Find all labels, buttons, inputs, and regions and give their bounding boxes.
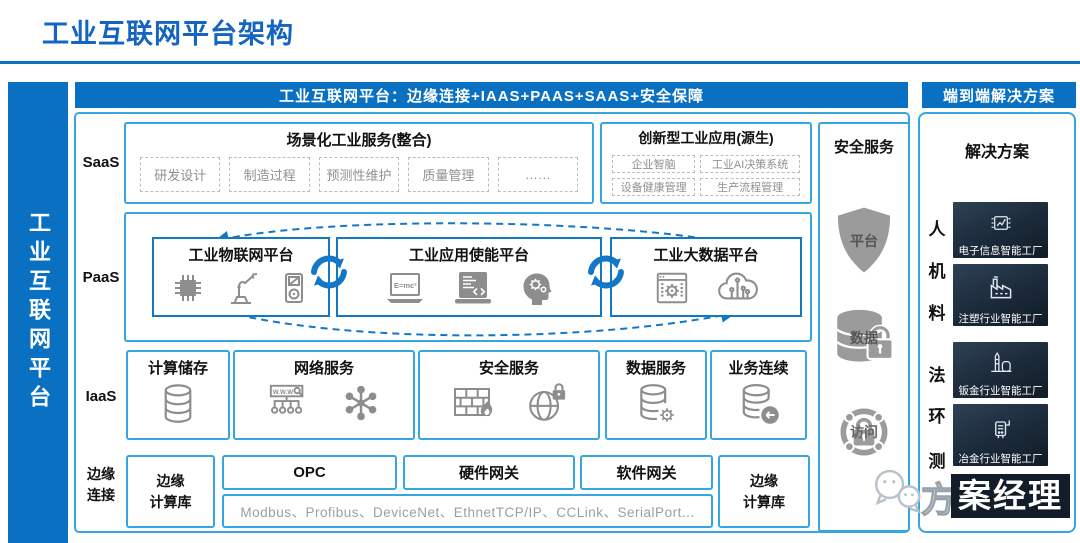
innovative-box-title: 创新型工业应用(源生)	[638, 130, 774, 146]
layer-label-edge: 边缘 连接	[87, 466, 115, 503]
scenario-item: ……	[497, 157, 579, 192]
paas-platforms-container: 工业物联网平台 工业应用使能平台 工业大数据平台	[124, 212, 812, 342]
solutions-title: 解决方案	[964, 144, 1029, 161]
sync-arrows-icon	[303, 246, 355, 298]
network-services-title: 网络服务	[293, 360, 354, 377]
left-vertical-banner: 工业互联网平台	[8, 82, 68, 543]
e2e-solutions-header-bar: 端到端解决方案	[922, 82, 1076, 108]
dimension-char: 环	[928, 407, 946, 426]
dimension-char: 料	[928, 304, 946, 323]
scenario-item: 质量管理	[408, 157, 489, 192]
bigdata-platform-box: 工业大数据平台	[610, 237, 802, 317]
solution-tile: 冶金行业智能工厂	[953, 404, 1048, 466]
furnace-icon	[986, 413, 1016, 443]
layer-label-saas: SaaS	[82, 154, 120, 171]
left-banner-label: 工业互联网平台	[26, 211, 51, 414]
page-title: 工业互联网平台架构	[42, 19, 294, 49]
solution-tile: 注塑行业智能工厂	[953, 264, 1048, 326]
innovative-items: 企业智脑 工业AI决策系统 设备健康管理 生产流程管理	[612, 155, 800, 196]
opc-gateway-box: OPC	[222, 455, 397, 490]
database-icon	[158, 381, 198, 427]
protocols-bar: Modbus、Profibus、DeviceNet、EthnetTCP/IP、C…	[222, 494, 713, 528]
security-services-column: 安全服务 平台 数据 访问	[818, 122, 910, 532]
robot-arm-icon	[221, 268, 261, 308]
data-services-title: 数据服务	[625, 360, 686, 377]
dimension-char: 测	[928, 452, 946, 471]
title-underline	[0, 61, 1080, 64]
factory-icon	[985, 272, 1017, 304]
access-security-item: 访问	[833, 401, 895, 463]
business-continuity-box: 业务连续	[710, 350, 807, 440]
dimension-char: 人	[928, 220, 946, 239]
solution-tile-caption: 电子信息智能工厂	[958, 245, 1043, 257]
data-security-item: 数据	[831, 308, 897, 367]
scenario-services-box: 场景化工业服务(整合) 研发设计 制造过程 预测性维护 质量管理 ……	[124, 122, 594, 204]
data-services-box: 数据服务	[605, 350, 707, 440]
bigdata-platform-title: 工业大数据平台	[653, 247, 759, 264]
solution-tile-caption: 冶金行业智能工厂	[958, 453, 1043, 465]
solution-tile: 电子信息智能工厂	[953, 202, 1048, 258]
watermark-chat-icon-wrap	[868, 466, 926, 516]
security-column-title: 安全服务	[833, 139, 894, 156]
sync-arrows-icon	[580, 246, 632, 298]
solutions-panel: 解决方案 人 机 料 法 环 测 电子信息智能工厂 注塑行业智能工厂 钣金行业智…	[918, 112, 1076, 533]
innovative-item: 生产流程管理	[700, 178, 800, 196]
dimension-char: 机	[928, 262, 946, 281]
ai-head-gears-icon	[517, 268, 557, 308]
database-restore-icon	[736, 381, 782, 427]
platform-security-item: 平台	[832, 205, 896, 276]
solution-tile-caption: 钣金行业智能工厂	[958, 385, 1043, 397]
hardware-gateway-box: 硬件网关	[403, 455, 575, 490]
edge-compute-lib-left-box: 边缘 计算库	[126, 455, 215, 528]
scenario-box-title: 场景化工业服务(整合)	[286, 132, 432, 149]
security-services-title: 安全服务	[478, 360, 539, 377]
emc2-laptop-icon	[381, 268, 429, 308]
platform-frame: SaaS PaaS IaaS 边缘 连接 场景化工业服务(整合) 研发设计 制造…	[74, 112, 910, 533]
innovative-item: 设备健康管理	[612, 178, 696, 196]
www-sitemap-icon	[266, 381, 312, 425]
app-window-gear-icon	[651, 269, 693, 307]
app-enablement-title: 工业应用使能平台	[408, 247, 529, 264]
dimension-char: 法	[928, 366, 946, 385]
platform-security-label: 平台	[850, 232, 878, 249]
compute-storage-title: 计算储存	[147, 360, 208, 377]
cloud-circuit-icon	[715, 268, 761, 308]
solution-tile: 钣金行业智能工厂	[953, 342, 1048, 398]
security-services-box: 安全服务	[418, 350, 600, 440]
globe-lock-icon	[524, 381, 568, 425]
innovative-item: 企业智脑	[612, 155, 696, 173]
watermark-outline-char: 方	[920, 480, 957, 520]
iiot-platform-title: 工业物联网平台	[188, 247, 294, 264]
circuit-chip-icon	[986, 209, 1016, 237]
scenario-items: 研发设计 制造过程 预测性维护 质量管理 ……	[140, 157, 579, 192]
solution-tile-caption: 注塑行业智能工厂	[958, 313, 1043, 325]
access-security-label: 访问	[850, 424, 878, 440]
innovative-apps-box: 创新型工业应用(源生) 企业智脑 工业AI决策系统 设备健康管理 生产流程管理	[600, 122, 812, 204]
network-services-box: 网络服务	[233, 350, 415, 440]
layer-label-iaas: IaaS	[85, 388, 117, 405]
scenario-item: 制造过程	[229, 157, 310, 192]
software-gateway-box: 软件网关	[580, 455, 713, 490]
database-gear-icon	[634, 381, 678, 427]
firewall-icon	[450, 382, 496, 424]
data-security-label: 数据	[850, 329, 878, 346]
code-laptop-icon	[449, 268, 497, 308]
layer-label-paas: PaaS	[82, 269, 120, 286]
chip-icon	[168, 268, 208, 308]
innovative-item: 工业AI决策系统	[700, 155, 800, 173]
watermark-badge: 案经理	[951, 474, 1070, 518]
edge-compute-lib-right-box: 边缘 计算库	[718, 455, 810, 528]
business-continuity-title: 业务连续	[728, 360, 789, 377]
scenario-item: 预测性维护	[318, 157, 400, 192]
platform-header-bar: 工业互联网平台：边缘连接+IAAS+PAAS+SAAS+安全保障	[75, 82, 908, 108]
refinery-icon	[986, 349, 1016, 377]
app-enablement-platform-box: 工业应用使能平台	[336, 237, 602, 317]
network-hub-icon	[340, 382, 382, 424]
compute-storage-box: 计算储存	[126, 350, 230, 440]
scenario-item: 研发设计	[140, 157, 221, 192]
wechat-icon	[868, 466, 926, 516]
